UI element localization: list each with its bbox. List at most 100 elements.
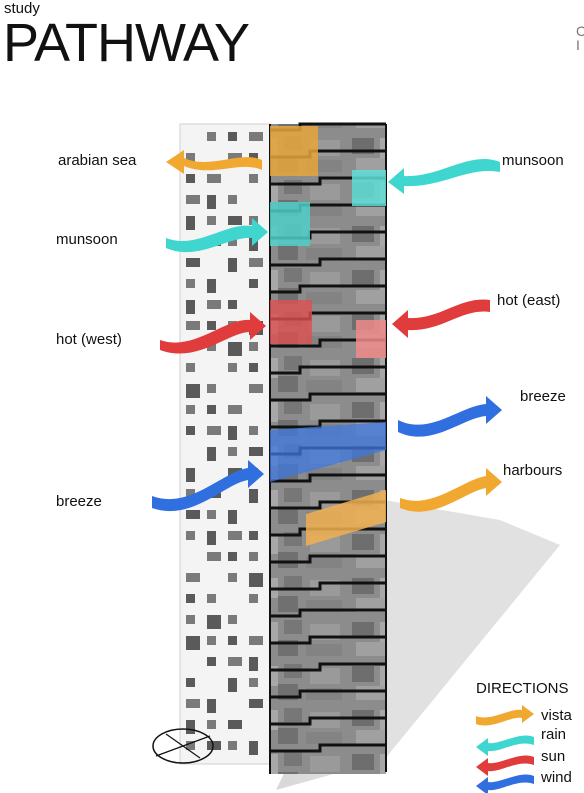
floor-slab-line — [270, 419, 386, 429]
facade-window — [207, 342, 216, 351]
rain-zone-left — [270, 202, 310, 246]
facade-window — [228, 510, 237, 524]
facade-window — [228, 678, 237, 692]
arrow-breeze-left — [152, 460, 264, 512]
floor-slab-line — [270, 473, 386, 483]
facade-window — [249, 657, 258, 671]
legend-arrow-vista — [476, 705, 534, 726]
floor-slab-line — [270, 392, 386, 402]
facade-window — [249, 489, 258, 503]
facade-window — [207, 384, 216, 393]
floor-slab-line — [270, 581, 386, 591]
facade-window — [207, 720, 216, 729]
facade-window — [207, 699, 216, 713]
label-breeze-left: breeze — [56, 493, 102, 510]
facade-window — [207, 321, 216, 330]
facade-window — [249, 132, 263, 141]
arrow-munsoon-right — [388, 158, 500, 194]
label-arabian-sea: arabian sea — [58, 152, 137, 169]
facade-window — [228, 405, 242, 414]
facade-window — [249, 636, 263, 645]
floor-slab-line — [270, 365, 386, 375]
facade-window — [207, 510, 216, 519]
facade-window — [186, 279, 195, 288]
facade-window — [249, 678, 258, 687]
facade-window — [228, 741, 237, 750]
facade-window — [228, 720, 242, 729]
legend-label-rain: rain — [541, 726, 567, 743]
facade-window — [228, 132, 237, 141]
facade-window — [186, 636, 200, 650]
arrow-arabian-sea — [166, 150, 262, 174]
facade-window — [186, 426, 195, 435]
facade-window — [207, 594, 216, 603]
facade-window — [249, 384, 263, 393]
facade-window — [186, 699, 200, 708]
facade-window — [249, 573, 263, 587]
facade-window — [249, 552, 258, 561]
facade-window — [207, 216, 216, 225]
facade-window — [228, 447, 237, 456]
facade-window — [228, 552, 237, 561]
facade-window — [249, 594, 258, 603]
facade-window — [207, 300, 221, 309]
facade-window — [228, 258, 237, 272]
facade-window — [249, 258, 263, 267]
facade-window — [186, 321, 200, 330]
facade-window — [207, 174, 221, 183]
arrow-munsoon-left — [166, 218, 268, 253]
subtitle-study: study — [4, 0, 40, 17]
facade-window — [186, 531, 195, 540]
facade-window — [207, 615, 221, 629]
floor-slab-line — [270, 554, 386, 564]
facade-window — [186, 258, 200, 267]
facade-window — [228, 426, 237, 440]
facade-window — [228, 657, 242, 666]
facade-window — [186, 741, 195, 750]
floor-slab-line — [270, 662, 386, 672]
facade-window — [207, 531, 216, 545]
facade-window — [249, 426, 258, 435]
sun-zone-left — [270, 300, 312, 344]
vista-zone-low — [306, 490, 386, 546]
facade-window — [228, 573, 237, 582]
floor-slab-line — [270, 716, 386, 726]
facade-window — [249, 363, 258, 372]
floor-slab-line — [270, 689, 386, 699]
wind-zone — [270, 422, 386, 482]
facade-window — [228, 300, 237, 309]
facade-window — [186, 384, 200, 398]
rain-zone-right — [352, 170, 386, 206]
facade-window — [249, 342, 258, 351]
facade-window — [228, 237, 237, 246]
tower-shadow-far — [384, 500, 560, 760]
legend-arrow-sun — [476, 755, 534, 776]
facade-window — [186, 153, 195, 162]
arrow-hot-west — [160, 312, 266, 354]
legend-title: DIRECTIONS — [476, 680, 569, 697]
facade-window — [207, 279, 216, 293]
facade-window — [207, 447, 216, 461]
facade-window — [186, 720, 195, 734]
facade-window — [228, 153, 242, 162]
arrow-breeze-right — [398, 396, 502, 437]
legend-arrow-rain — [476, 735, 534, 756]
floor-slab-line — [270, 284, 386, 294]
label-munsoon-right: munsoon — [502, 152, 564, 169]
page-title: PATHWAY — [3, 13, 250, 73]
legend-label-sun: sun — [541, 748, 566, 765]
facade-window — [207, 552, 221, 561]
facade-window — [228, 216, 242, 225]
facade-window — [207, 426, 221, 435]
facade-window — [207, 741, 221, 750]
facade-window — [186, 678, 195, 687]
facade-window — [186, 405, 195, 414]
facade-window — [249, 741, 258, 755]
label-hot-east: hot (east) — [497, 292, 561, 309]
floor-slab-line — [270, 743, 386, 753]
arrow-hot-east — [392, 299, 490, 338]
floor-slab-line — [270, 338, 386, 348]
facade-window — [228, 636, 237, 645]
floor-slab-line — [270, 257, 386, 267]
